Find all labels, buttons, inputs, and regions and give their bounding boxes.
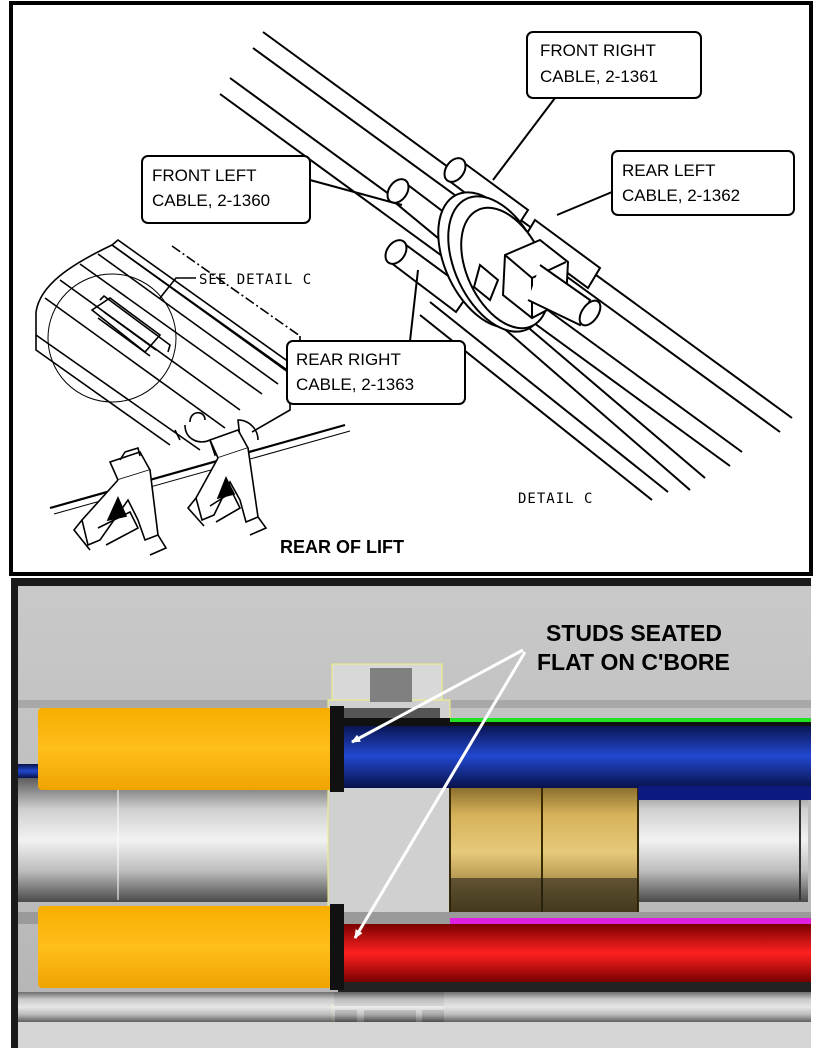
annotation-line1: STUDS SEATED xyxy=(546,620,722,646)
callout-front-left: FRONT LEFT CABLE, 2-1360 xyxy=(141,155,403,224)
annotation-line2: FLAT ON C'BORE xyxy=(537,649,730,675)
callout-front-right: FRONT RIGHT CABLE, 2-1361 xyxy=(492,31,702,181)
red-cable xyxy=(338,918,811,992)
callout-front-right-line1: FRONT RIGHT xyxy=(540,41,656,60)
callout-rear-right-line1: REAR RIGHT xyxy=(296,350,401,369)
stud-lower xyxy=(38,904,344,990)
callout-front-right-line2: CABLE, 2-1361 xyxy=(540,67,658,86)
brass-fitting xyxy=(449,770,639,920)
callout-rear-right: REAR RIGHT CABLE, 2-1363 xyxy=(286,269,466,405)
callout-rear-left: REAR LEFT CABLE, 2-1362 xyxy=(556,150,795,216)
annotation-arrows xyxy=(351,648,527,939)
jack-stand-left xyxy=(72,446,168,556)
lift-overview-illustration xyxy=(35,238,351,556)
callout-rear-right-line2: CABLE, 2-1363 xyxy=(296,375,414,394)
stud-upper xyxy=(38,706,344,792)
callout-front-left-line1: FRONT LEFT xyxy=(152,166,257,185)
callout-rear-left-line1: REAR LEFT xyxy=(622,161,716,180)
fitting-assembly xyxy=(384,157,602,333)
bottom-panel: STUDS SEATED FLAT ON C'BORE xyxy=(11,578,811,1048)
callout-rear-left-line2: CABLE, 2-1362 xyxy=(622,186,740,205)
see-detail-label: SEE DETAIL C xyxy=(199,272,312,288)
callout-front-left-line2: CABLE, 2-1360 xyxy=(152,191,270,210)
detail-c-label: DETAIL C xyxy=(518,491,593,507)
jack-stand-right xyxy=(186,429,268,536)
blue-cable xyxy=(338,718,811,800)
detail-c-circle xyxy=(47,273,177,403)
rear-of-lift-caption: REAR OF LIFT xyxy=(280,537,404,557)
top-panel: FRONT RIGHT CABLE, 2-1361 FRONT LEFT CAB… xyxy=(9,1,813,576)
